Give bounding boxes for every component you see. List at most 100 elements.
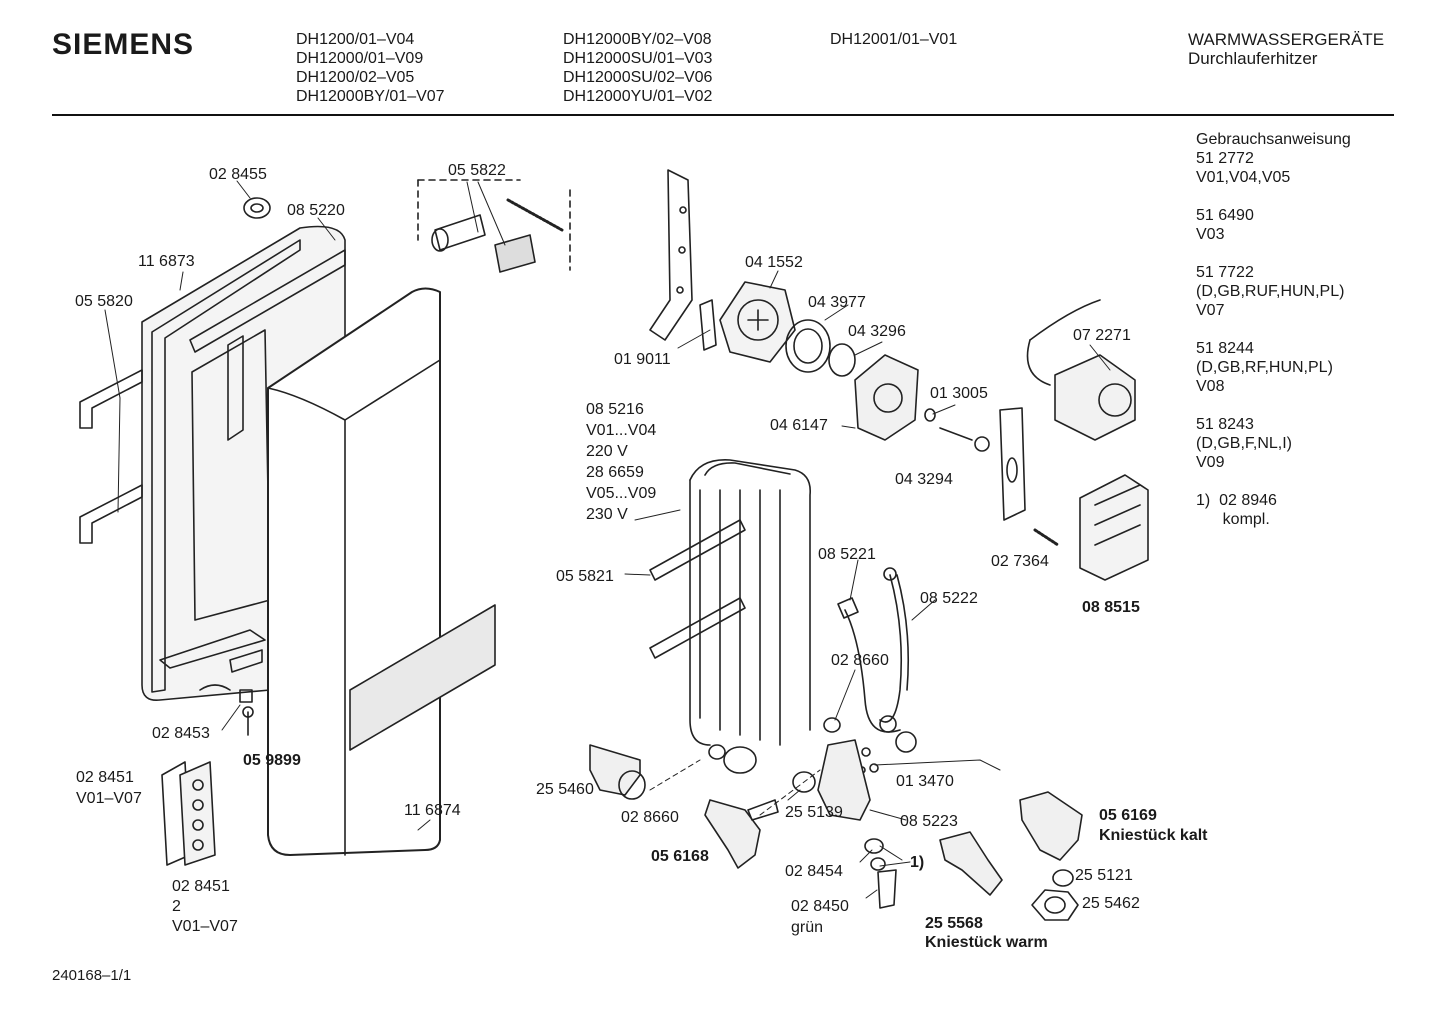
part-name: Kniestück warm [925,934,1048,951]
footnote-marker: 1) [910,854,925,871]
part-number: 25 5568 [925,915,983,932]
reference-block: 1) 02 8946 kompl. [1196,491,1351,529]
model-code: DH12000YU/01–V02 [563,88,713,105]
part-number: 08 5216 [586,401,644,418]
part-number: 25 5121 [1075,867,1133,884]
part-number: 05 6168 [651,848,709,865]
part-number: 25 5139 [785,804,843,821]
model-code: DH12001/01–V01 [830,31,958,48]
mounting-bracket-upper [79,369,143,429]
reference-block: 51 7722 (D,GB,RUF,HUN,PL) V07 [1196,263,1351,320]
part-number: 02 8450 [791,898,849,915]
part-number: 08 5222 [920,590,978,607]
nut [239,689,253,703]
reference-list: Gebrauchsanweisung 51 2772 V01,V04,V05 5… [1196,130,1351,548]
part-number: 01 9011 [614,351,671,368]
brand-logo: SIEMENS [52,28,195,61]
reference-text: (D,GB,RF,HUN,PL) [1196,359,1333,376]
reference-text: (D,GB,RUF,HUN,PL) [1196,283,1345,300]
part-number: 07 2271 [1073,327,1131,344]
terminal-strip [161,761,216,866]
mounting-bracket-lower [79,484,143,544]
part-number: 02 8453 [152,725,210,742]
front-cover [267,287,496,856]
part-number: 01 3470 [896,773,954,790]
inlet-fitting [589,744,646,800]
part-number: 02 8455 [209,166,267,183]
part-number: 05 5821 [556,568,614,585]
reference-text: V08 [1196,378,1225,395]
outlet-fitting [817,739,871,821]
elbow-warm [939,831,1003,896]
seal-ring [823,717,841,733]
part-number: 05 9899 [243,752,301,769]
reference-text: 51 2772 [1196,150,1254,167]
diaphragm-plate [828,343,856,377]
model-list-2: DH12000BY/02–V08 DH12000SU/01–V03 DH1200… [563,30,712,106]
part-number: 25 5462 [1082,895,1140,912]
product-category: WARMWASSERGERÄTE Durchlauferhitzer [1188,30,1384,68]
seal-ring [870,857,886,871]
reference-text: 51 6490 [1196,207,1254,224]
variant-range: V01–V07 [172,918,238,935]
model-list-3: DH12001/01–V01 [830,30,957,49]
part-number: 08 5221 [818,546,876,563]
part-number: 05 5822 [448,162,506,179]
switch-housing [854,354,919,441]
pipe-assembly [837,567,917,753]
elbow-cold [1019,791,1083,861]
assembly-lines [649,759,821,816]
part-number: 04 3294 [895,471,953,488]
part-name: Kniestück kalt [1099,827,1208,844]
union-nut [1031,889,1079,921]
reference-text: Gebrauchsanweisung [1196,131,1351,148]
part-number: 05 5820 [75,293,133,310]
part-number: 02 8451 [172,878,230,895]
grommet [243,197,271,219]
quantity: 2 [172,898,181,915]
part-number: 11 6873 [138,253,195,270]
screw [242,706,254,736]
diaphragm-housing [719,281,796,363]
variant-range: V01–V07 [76,790,142,807]
part-number: 02 8451 [76,769,134,786]
heating-element [649,459,812,774]
valve-fitting [704,799,779,869]
model-code: DH12000BY/01–V07 [296,88,445,105]
reference-text: 51 8243 [1196,416,1254,433]
switch-bracket [999,407,1026,521]
part-number: 02 8660 [831,652,889,669]
reference-text: V03 [1196,226,1225,243]
part-number: 28 6659 [586,464,644,481]
seal-ring [1052,869,1074,887]
part-number: 08 5223 [900,813,958,830]
part-number: 02 8660 [621,809,679,826]
model-code: DH12000SU/01–V03 [563,50,713,67]
header-rule [52,114,1394,116]
washer [924,408,936,422]
part-number: 04 1552 [745,254,803,271]
category-subtitle: Durchlauferhitzer [1188,49,1318,68]
voltage: 220 V [586,443,628,460]
reference-text: 51 7722 [1196,264,1254,281]
model-code: DH1200/02–V05 [296,69,415,86]
seal-ring [864,838,884,854]
drawing-code: 240168–1/1 [52,967,132,984]
filter-plug [877,869,897,909]
model-code: DH1200/01–V04 [296,31,415,48]
part-number: 11 6874 [404,802,461,819]
part-number: 05 6169 [1099,807,1157,824]
reference-text: kompl. [1196,511,1270,528]
reference-block: Gebrauchsanweisung 51 2772 V01,V04,V05 [1196,130,1351,187]
part-note: grün [791,919,824,936]
pin-and-knob [939,427,990,452]
thermal-cutout [1026,299,1136,441]
diaphragm [785,319,831,373]
reference-text: V01,V04,V05 [1196,169,1291,186]
reference-text: V09 [1196,454,1225,471]
reference-text: 1) 02 8946 [1196,492,1277,509]
fixing-set [417,179,571,273]
part-number: 04 3296 [848,323,906,340]
reference-text: V07 [1196,302,1225,319]
